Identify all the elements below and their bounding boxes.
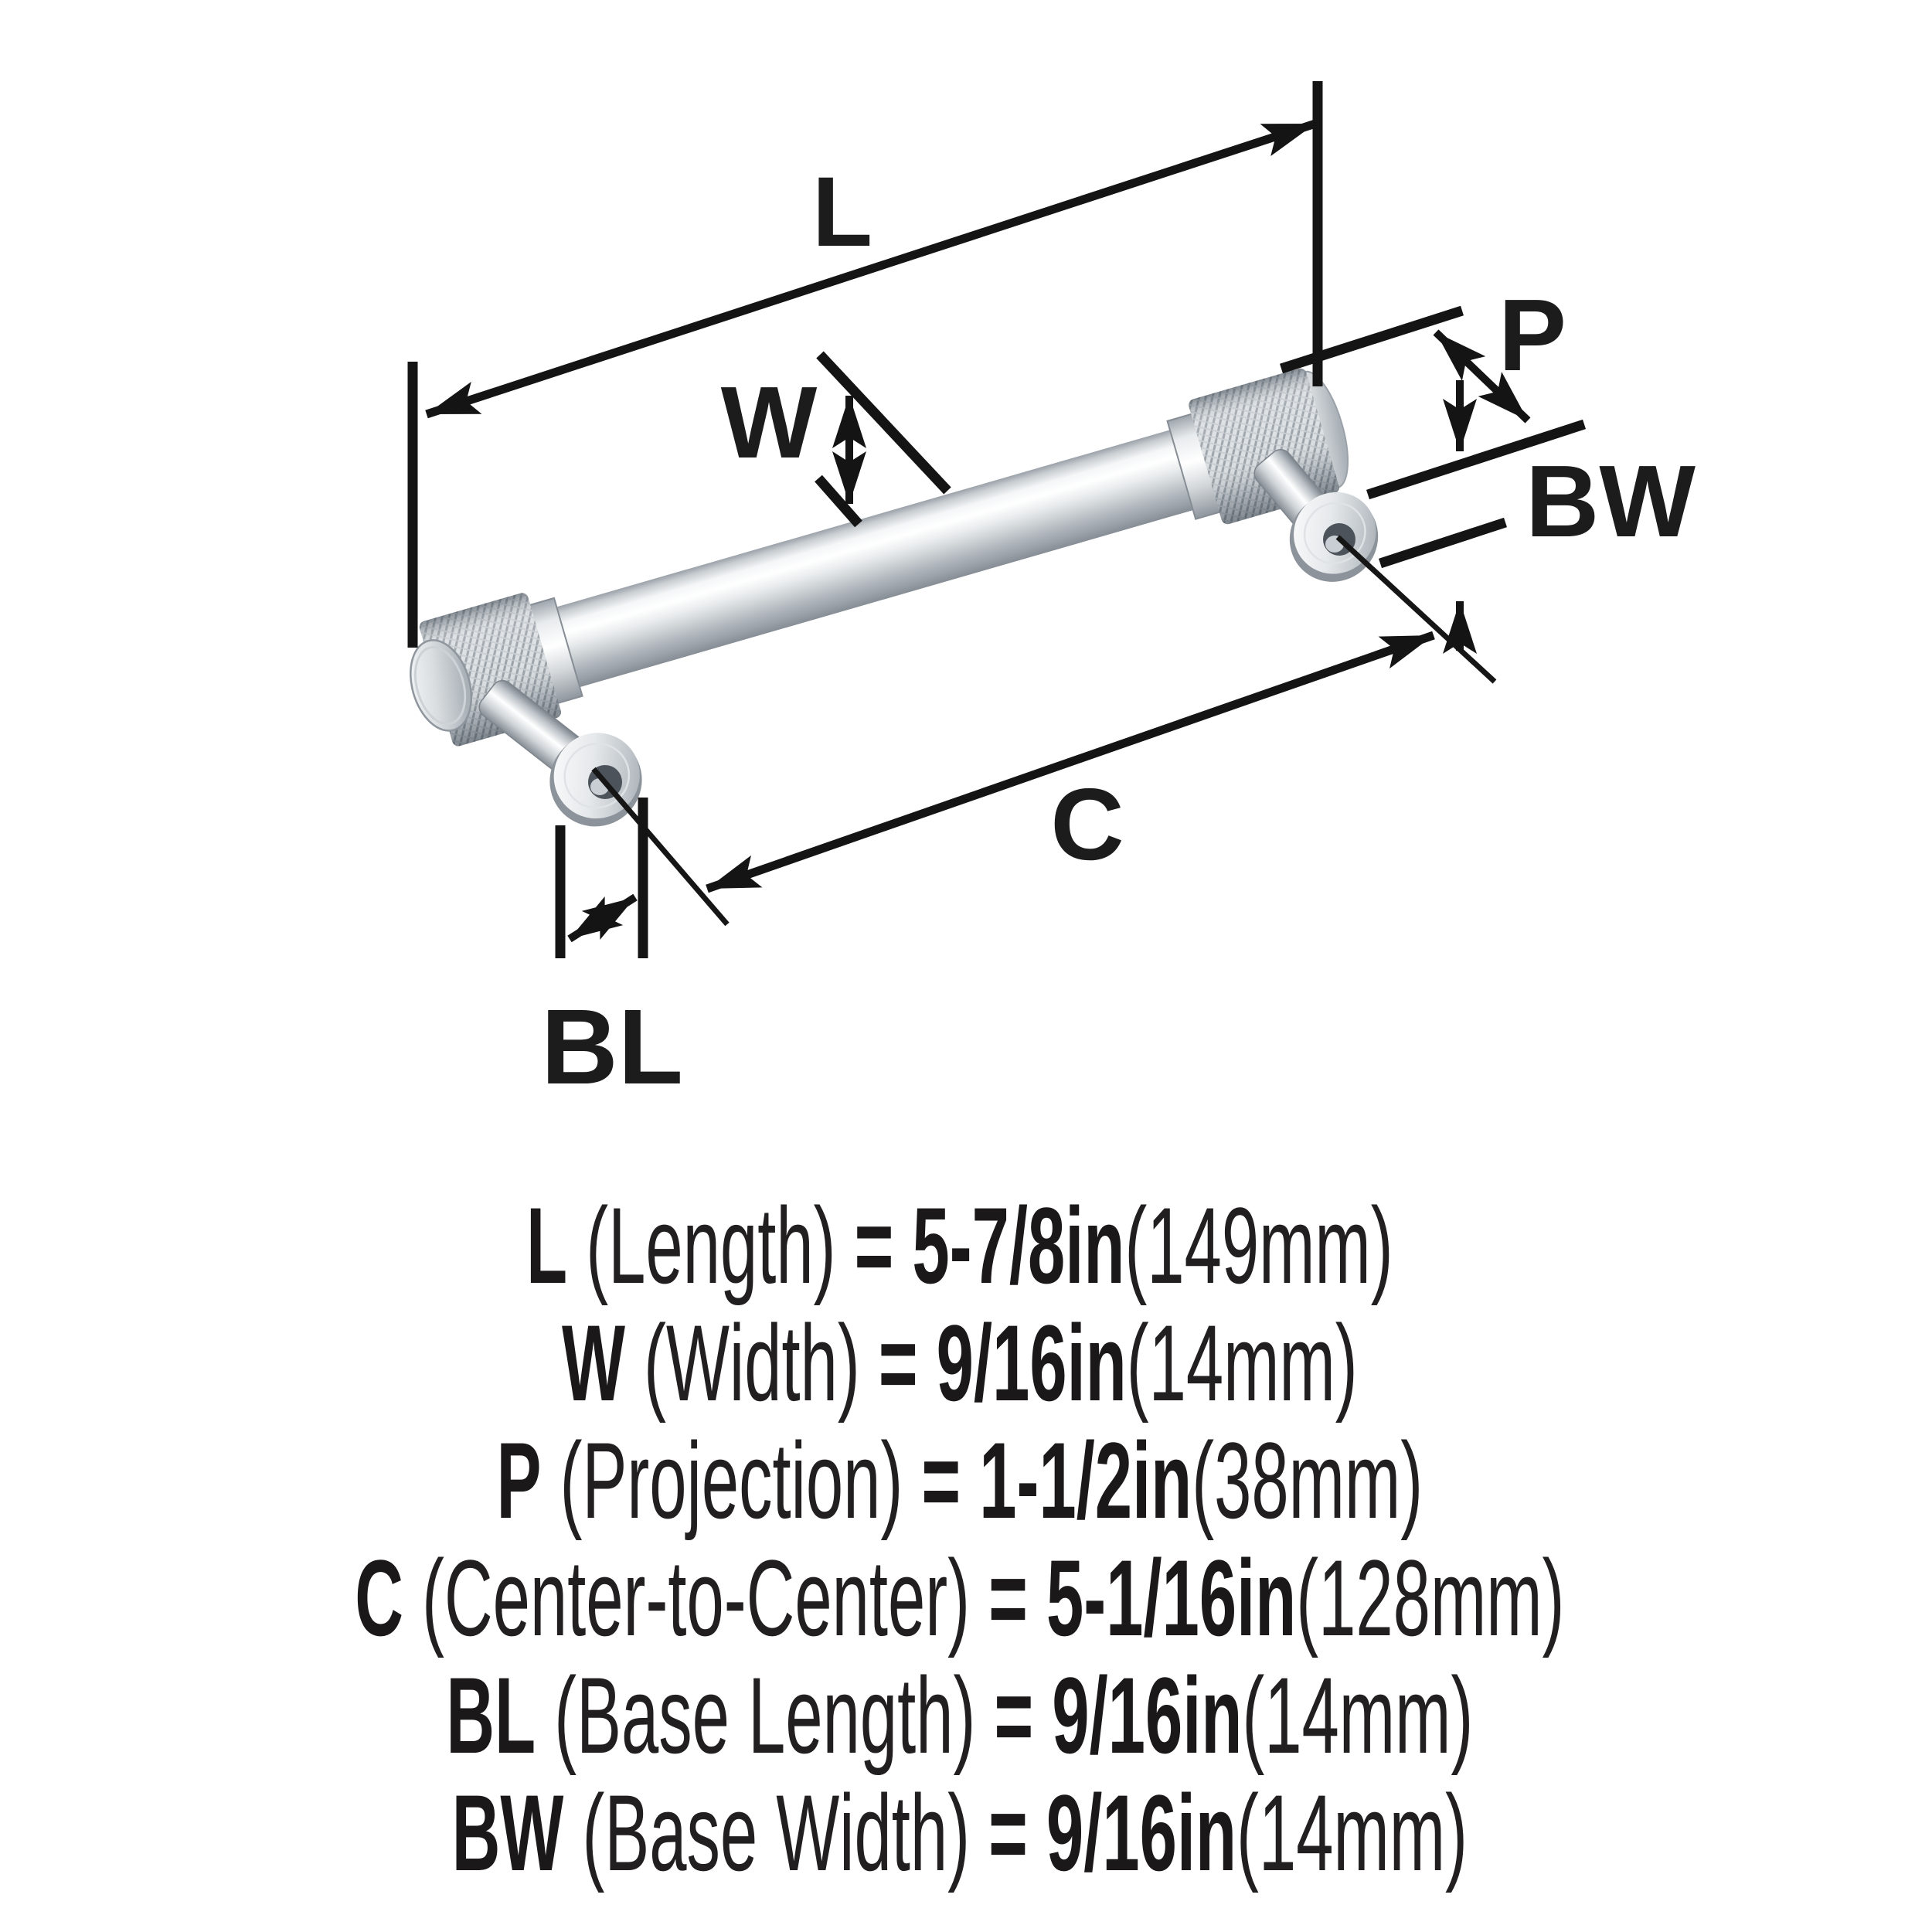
label-BL: BL — [541, 988, 683, 1107]
label-BW: BW — [1526, 444, 1696, 558]
label-L: L — [812, 157, 872, 267]
dimension-center-to-center: C — [706, 631, 1435, 893]
legend-line-base-width: BW (Base Width) = 9/16in(14mm) — [452, 1773, 1468, 1893]
center-dimension-arrow — [706, 631, 1435, 893]
handle-bar — [553, 428, 1199, 689]
length-dimension-arrow — [425, 119, 1317, 419]
legend-line-projection: P (Projection) = 1-1/2in(38mm) — [497, 1420, 1423, 1541]
left-center-leader-line — [591, 767, 730, 927]
legend: L (Length) = 5-7/8in(149mm) W (Width) = … — [355, 1185, 1564, 1893]
width-tick-upper — [816, 351, 951, 495]
base-width-tick-upper — [1366, 419, 1587, 500]
dimension-base-length: BL — [541, 798, 683, 1107]
left-cap-face-ring — [413, 645, 467, 726]
dimension-projection: P — [1280, 278, 1566, 423]
legend-line-length: L (Length) = 5-7/8in(149mm) — [526, 1185, 1393, 1306]
label-P: P — [1498, 278, 1566, 392]
projection-tick-upper — [1280, 305, 1464, 374]
dimension-width: W — [721, 351, 951, 528]
legend-line-base-length: BL (Base Length) = 9/16in(14mm) — [446, 1655, 1473, 1776]
projection-dimension-arrow — [1433, 329, 1531, 423]
base-length-dimension-arrow — [567, 893, 638, 943]
base-width-tick-lower — [1378, 517, 1508, 569]
right-center-leader-line — [1335, 535, 1497, 684]
label-W: W — [721, 366, 818, 479]
dimension-base-width: BW — [1366, 380, 1696, 654]
legend-line-width: W (Width) = 9/16in(14mm) — [562, 1303, 1358, 1423]
label-C: C — [1050, 767, 1124, 881]
dimension-length: L — [407, 81, 1323, 648]
legend-line-center-to-center: C (Center-to-Center) = 5-1/16in(128mm) — [355, 1538, 1564, 1658]
